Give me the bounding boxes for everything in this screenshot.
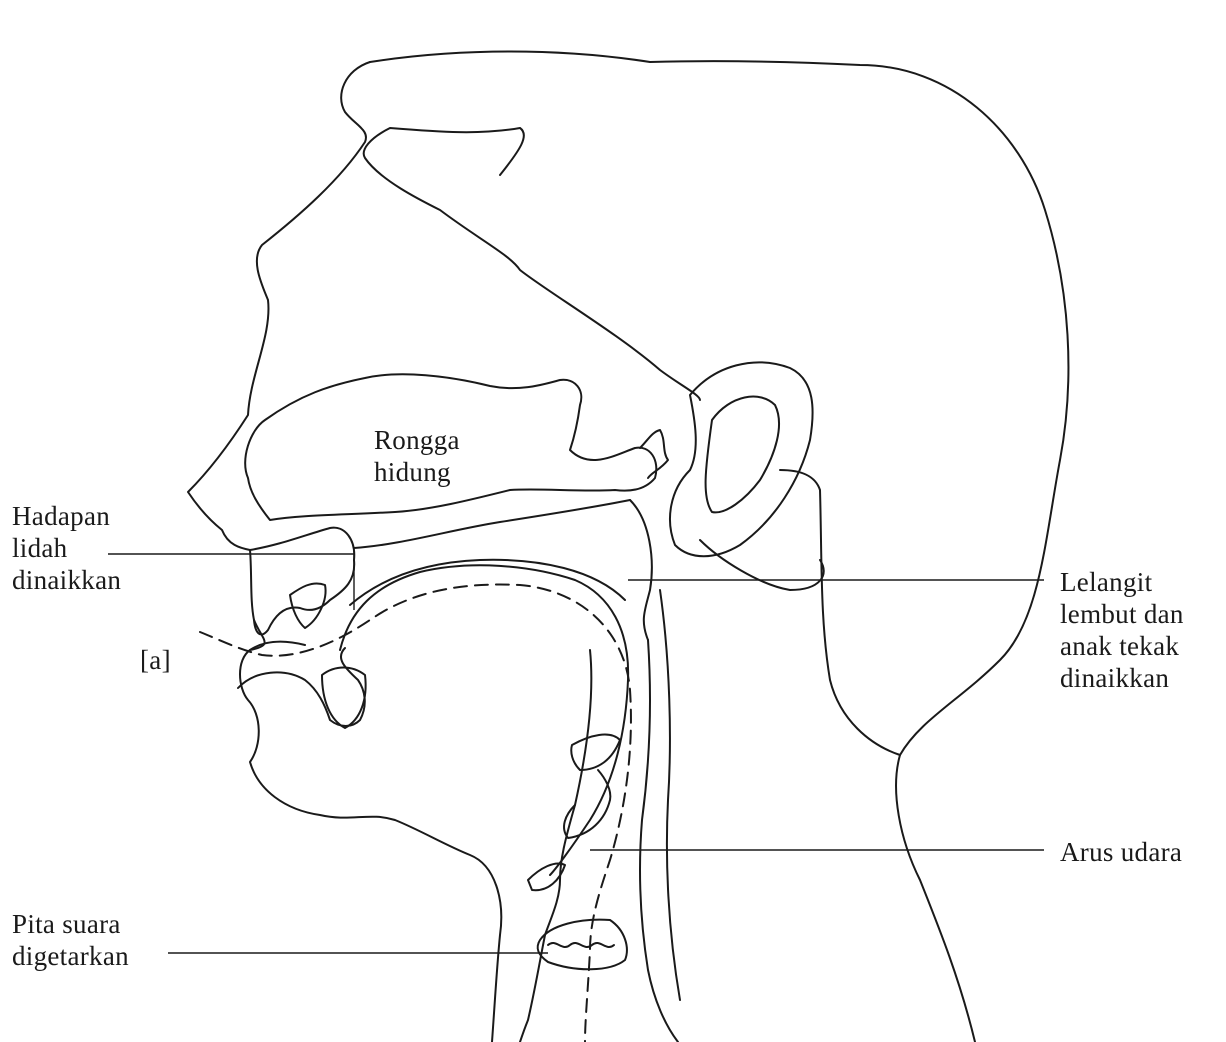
- ear-inner: [706, 397, 779, 513]
- trachea-left: [520, 935, 545, 1042]
- throat-fold-upper: [571, 735, 620, 770]
- label-tongue-front-raised: Hadapan lidah dinaikkan: [12, 500, 121, 596]
- airflow-dashed-line: [200, 584, 631, 1042]
- hard-palate: [354, 500, 630, 548]
- epiglottis: [564, 770, 610, 838]
- pharynx-right-line: [660, 590, 680, 1000]
- upper-lip: [250, 528, 354, 635]
- lower-teeth: [322, 668, 366, 729]
- cheek-line: [364, 128, 700, 400]
- upper-teeth: [290, 583, 326, 628]
- pharynx-back-wall: [640, 640, 678, 1042]
- turbinate-detail: [640, 430, 668, 478]
- back-of-head-outline: [370, 52, 1068, 1042]
- ear-lobe-line: [700, 540, 824, 590]
- label-vowel-a: [a]: [140, 644, 171, 676]
- head-outline: [188, 62, 501, 1042]
- jaw-to-ear-line: [780, 470, 900, 755]
- velum: [630, 500, 652, 640]
- label-vocal-cords: Pita suara digetarkan: [12, 908, 129, 972]
- pharynx-front-wall: [545, 650, 591, 935]
- label-nasal-cavity: Rongga hidung: [374, 424, 460, 488]
- leader-tongue-front: [108, 554, 354, 610]
- label-airflow: Arus udara: [1060, 836, 1182, 868]
- vocal-cords-wave: [548, 943, 614, 947]
- label-soft-palate: Lelangit lembut dan anak tekak dinaikkan: [1060, 566, 1184, 694]
